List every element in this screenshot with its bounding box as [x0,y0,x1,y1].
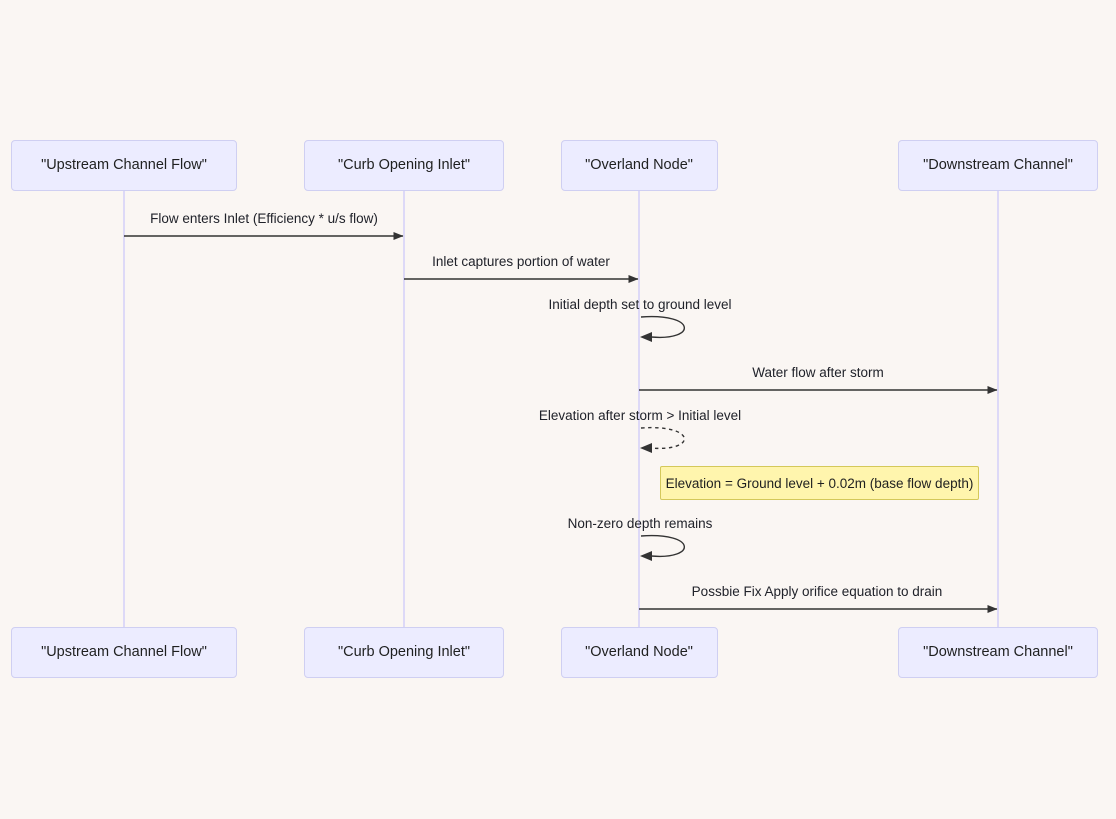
message-label-m7: Possbie Fix Apply orifice equation to dr… [691,584,943,599]
actor-label-downstream: "Downstream Channel" [923,643,1073,660]
actor-box-inlet-bottom[interactable]: "Curb Opening Inlet" [304,627,504,678]
self-loop-arrowhead-m3 [640,332,652,342]
message-label-m2: Inlet captures portion of water [432,254,610,269]
actor-label-upstream: "Upstream Channel Flow" [41,643,207,660]
actor-box-overland-bottom[interactable]: "Overland Node" [560,627,718,678]
note-text-n1: Elevation = Ground level + 0.02m (base f… [665,475,974,491]
messages-group [124,232,998,613]
actor-box-inlet-top[interactable]: "Curb Opening Inlet" [304,140,504,191]
self-loop-m5 [640,426,685,450]
actor-label-upstream: "Upstream Channel Flow" [41,156,207,173]
self-loop-m6 [640,534,685,558]
actor-label-inlet: "Curb Opening Inlet" [337,643,470,660]
self-loop-arrowhead-m5 [640,443,652,453]
actor-label-overland: "Overland Node" [585,643,693,660]
message-label-m4: Water flow after storm [752,365,884,380]
actor-box-overland-top[interactable]: "Overland Node" [560,140,718,191]
self-loop-m3 [640,315,685,339]
message-label-m3: Initial depth set to ground level [548,297,732,312]
actor-box-upstream-bottom[interactable]: "Upstream Channel Flow" [11,627,237,678]
actor-box-downstream-bottom[interactable]: "Downstream Channel" [898,627,1098,678]
actor-label-downstream: "Downstream Channel" [923,156,1073,173]
actor-label-inlet: "Curb Opening Inlet" [337,156,470,173]
note-box-n1: Elevation = Ground level + 0.02m (base f… [660,466,979,500]
actor-label-overland: "Overland Node" [585,156,693,173]
actor-box-downstream-top[interactable]: "Downstream Channel" [898,140,1098,191]
self-loop-arrowhead-m6 [640,551,652,561]
message-label-m1: Flow enters Inlet (Efficiency * u/s flow… [150,211,378,226]
message-label-m6: Non-zero depth remains [567,516,713,531]
message-label-m5: Elevation after storm > Initial level [538,408,742,423]
actor-box-upstream-top[interactable]: "Upstream Channel Flow" [11,140,237,191]
lifelines-group [123,191,999,627]
